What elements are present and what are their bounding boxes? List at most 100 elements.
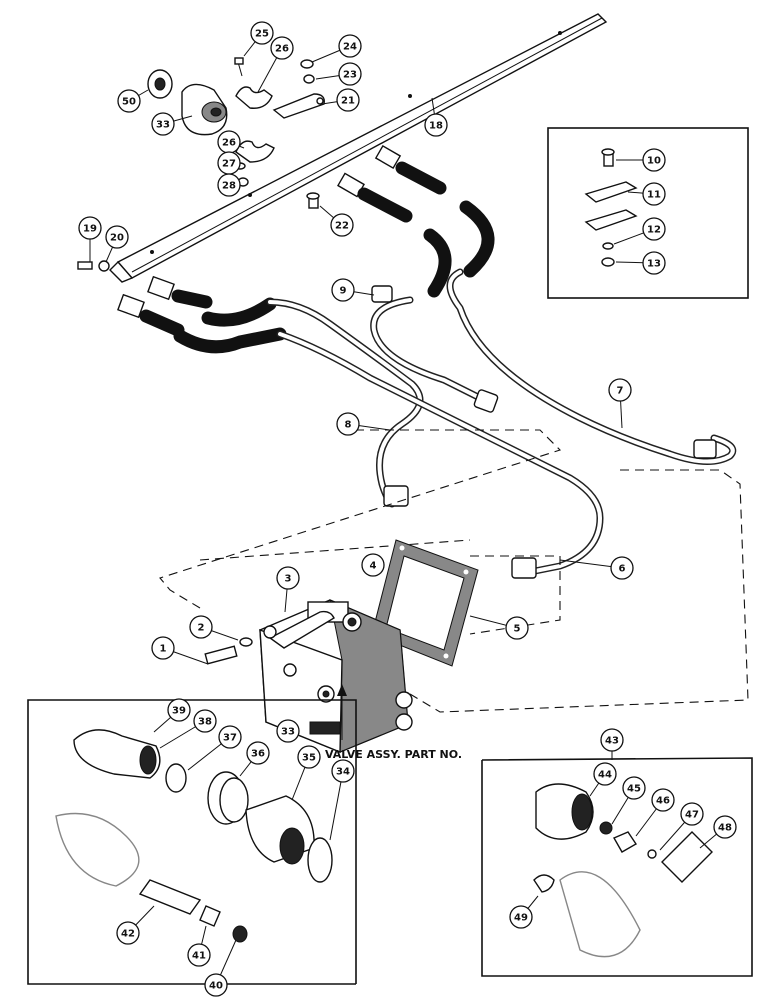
callout-number: 2: [198, 623, 205, 634]
callout-8: 8: [336, 412, 391, 436]
hose-line-8: [147, 275, 424, 508]
callout-circle: [642, 251, 666, 275]
callout-37: 37: [187, 725, 242, 771]
valve-body: [204, 565, 413, 754]
callout-number: 7: [617, 386, 624, 397]
callout-number: 50: [122, 97, 136, 108]
callout-number: 19: [83, 224, 97, 235]
callout-number: 45: [627, 784, 641, 795]
callout-number: 33: [156, 120, 170, 131]
callout-1: 1: [151, 636, 209, 665]
callout-circle: [331, 759, 355, 783]
callout-number: 27: [222, 159, 236, 170]
callout-number: 40: [209, 981, 223, 992]
callout-46: 46: [635, 788, 675, 837]
callout-12: 12: [613, 217, 666, 245]
callout-25: 25: [243, 21, 274, 57]
callout-number: 48: [718, 823, 732, 834]
callout-circle: [424, 113, 448, 137]
callout-36: 36: [239, 741, 270, 777]
callout-20: 20: [105, 225, 129, 263]
callout-circle: [297, 745, 321, 769]
callout-45: 45: [611, 776, 646, 825]
callout-circle: [276, 719, 300, 743]
callout-number: 38: [198, 717, 212, 728]
callout-33: 33: [151, 112, 193, 136]
callout-number: 24: [343, 42, 357, 53]
hose-line-6: [117, 293, 604, 579]
callout-3: 3: [276, 566, 300, 613]
callout-21: 21: [321, 88, 360, 112]
callout-38: 38: [159, 709, 217, 749]
callout-circle: [167, 698, 191, 722]
callout-circle: [505, 616, 529, 640]
callout-circle: [204, 973, 228, 997]
callout-42: 42: [116, 905, 155, 945]
callout-47: 47: [659, 802, 704, 851]
callout-circle: [193, 709, 217, 733]
callout-number: 39: [172, 706, 186, 717]
callout-26: 26: [257, 36, 294, 93]
callout-number: 20: [110, 233, 124, 244]
callout-35: 35: [291, 745, 321, 801]
callout-circle: [189, 615, 213, 639]
callout-23: 23: [315, 62, 362, 86]
callout-number: 25: [255, 29, 269, 40]
callout-number: 33: [281, 727, 295, 738]
callout-2: 2: [189, 615, 239, 641]
callout-circle: [593, 762, 617, 786]
callout-number: 41: [192, 951, 206, 962]
callout-19: 19: [78, 216, 102, 262]
mounting-bracket: [109, 13, 608, 283]
callout-circle: [608, 378, 632, 402]
callout-leader-line: [329, 770, 344, 841]
callout-circle: [713, 815, 737, 839]
elbow-fitting-assembly: [147, 69, 228, 136]
callout-22: 22: [319, 205, 354, 237]
callout-43: 43: [600, 728, 624, 760]
inset-box-left-parts: [27, 699, 357, 985]
callout-number: 1: [160, 644, 167, 655]
callout-9: 9: [331, 278, 375, 302]
callout-circle: [642, 148, 666, 172]
callout-circle: [361, 553, 385, 577]
callout-number: 12: [647, 225, 661, 236]
callout-number: 26: [222, 138, 236, 149]
callout-circle: [151, 112, 175, 136]
callout-number: 10: [647, 156, 661, 167]
callout-circle: [116, 921, 140, 945]
callout-number: 26: [275, 44, 289, 55]
callout-24: 24: [311, 34, 362, 63]
callout-number: 46: [656, 796, 670, 807]
callout-18: 18: [424, 97, 448, 137]
callout-circle: [276, 566, 300, 590]
callout-number: 9: [340, 286, 347, 297]
callout-26: 26: [217, 130, 245, 154]
callout-6: 6: [559, 556, 634, 580]
callout-41: 41: [187, 925, 211, 967]
callout-circle: [509, 905, 533, 929]
callout-circle: [330, 213, 354, 237]
callout-circle: [270, 36, 294, 60]
callout-circle: [151, 636, 175, 660]
hose-line-9: [370, 144, 499, 413]
callout-circle: [217, 173, 241, 197]
inset-box-clamp-hardware: [547, 127, 749, 299]
callout-number: 3: [285, 574, 292, 585]
callout-number: 5: [514, 624, 521, 635]
callout-layer: 1234567891011121318192021222324252626272…: [78, 21, 737, 997]
callout-circle: [218, 725, 242, 749]
callout-34: 34: [329, 759, 355, 841]
callout-49: 49: [509, 895, 539, 929]
callout-circle: [331, 278, 355, 302]
callout-number: 23: [343, 70, 357, 81]
callout-circle: [336, 88, 360, 112]
callout-circle: [622, 776, 646, 800]
callout-number: 44: [598, 770, 612, 781]
callout-number: 22: [335, 221, 349, 232]
callout-50: 50: [117, 89, 149, 113]
callout-circle: [246, 741, 270, 765]
hose-line-7: [337, 172, 737, 465]
callout-number: 13: [647, 259, 661, 270]
